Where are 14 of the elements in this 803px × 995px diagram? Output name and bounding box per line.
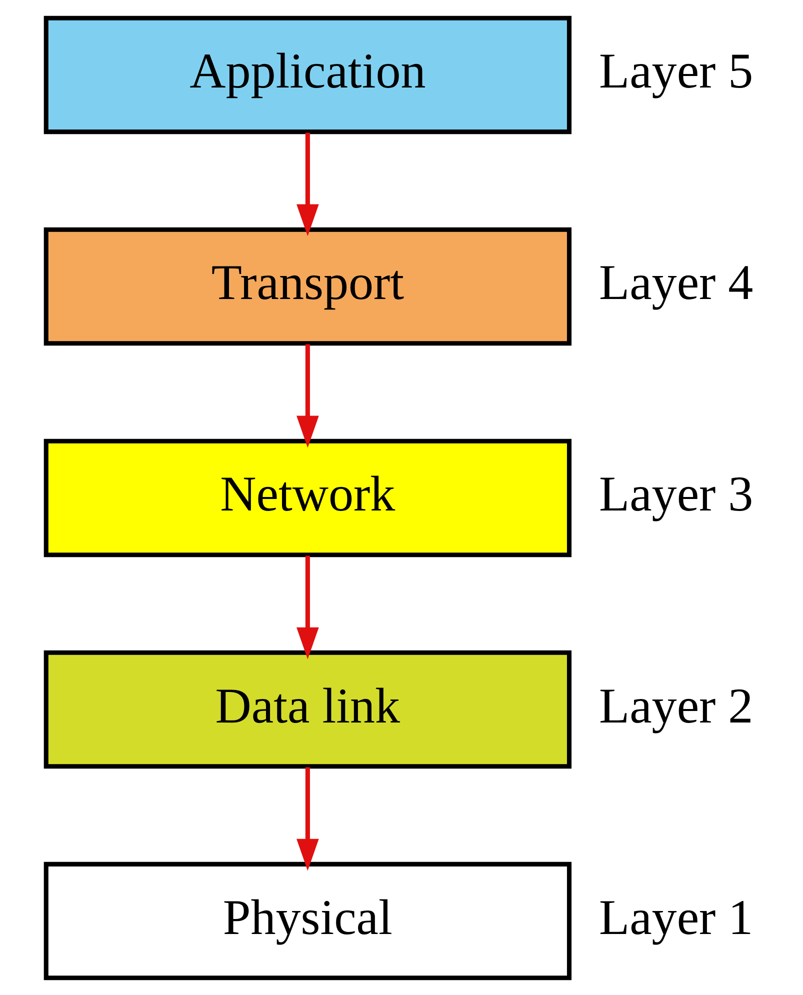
arrow [296,766,319,870]
node-box: Application [44,15,572,134]
node-box: Physical [44,861,572,980]
node-box: Data link [44,650,572,768]
node-label: Layer 4 [599,254,754,310]
arrow [296,132,319,236]
arrow [296,555,319,659]
node-box: Network [44,438,572,557]
arrow [296,344,319,448]
node-label: Layer 2 [599,676,754,733]
node-label: Layer 3 [599,465,754,522]
node-label: Layer 5 [599,42,754,98]
node-label: Layer 1 [599,888,754,944]
node-box: Transport [44,226,572,346]
